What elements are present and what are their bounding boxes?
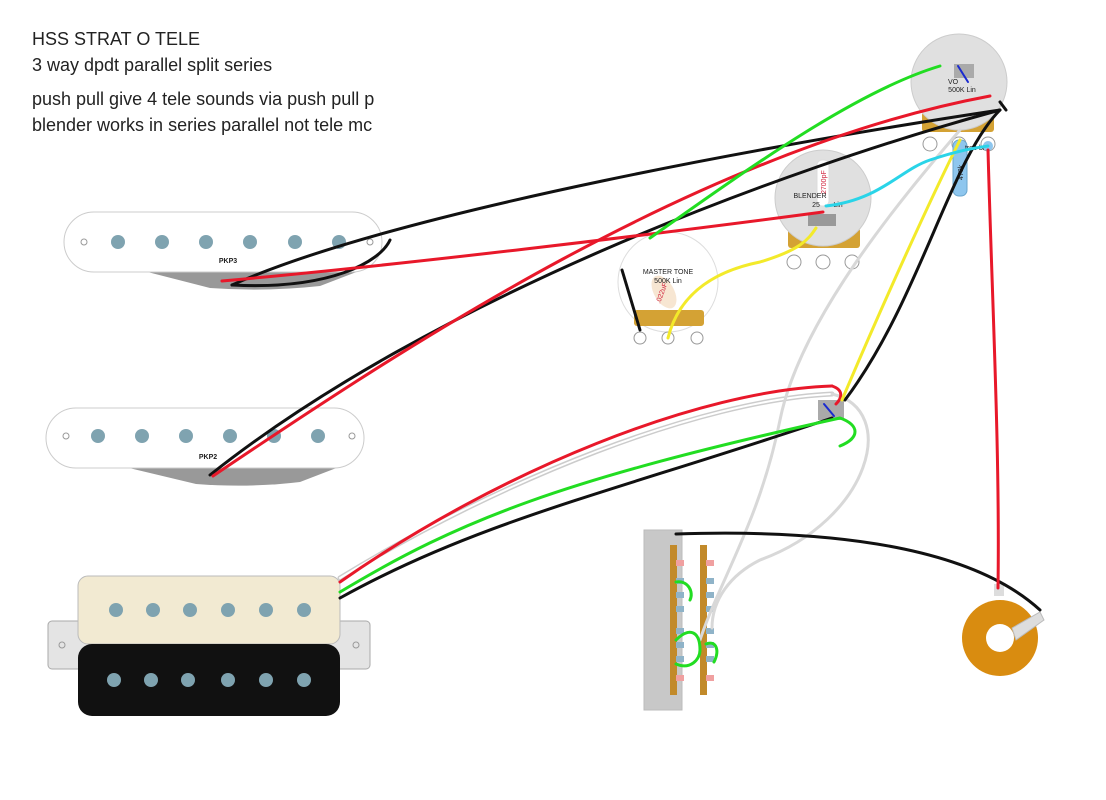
wire-pkp3-black-tail bbox=[230, 238, 392, 288]
note-push-pull: push pull give 4 tele sounds via push pu… bbox=[32, 89, 375, 109]
note-switch: 3 way dpdt parallel split series bbox=[32, 55, 273, 75]
master-tone-label-1: MASTER TONE bbox=[643, 269, 694, 276]
blender-label-2: 25 bbox=[812, 202, 820, 209]
wire-volume-ground-stub bbox=[998, 100, 1008, 112]
pot-master-tone: .022uF MASTER TONE 500K Lin bbox=[617, 231, 719, 345]
wire-volume-blue bbox=[957, 65, 969, 83]
lever-switch-lugs-pink bbox=[676, 560, 714, 681]
lever-switch-wafer-1 bbox=[670, 545, 677, 695]
jack-tip-lug bbox=[1011, 611, 1045, 641]
blender-capacitor bbox=[816, 159, 830, 207]
wire-switch-green-2 bbox=[704, 641, 719, 664]
wire-tone-black bbox=[620, 268, 642, 332]
volume-label-2: 500K Lin bbox=[948, 87, 976, 94]
wire-pkp2-red bbox=[211, 94, 992, 478]
volume-label-1: VO bbox=[948, 79, 959, 86]
blender-lug-1 bbox=[786, 254, 802, 270]
wire-humbucker-green bbox=[338, 416, 857, 594]
blender-switch-tab bbox=[808, 214, 836, 226]
wire-pkp3-red bbox=[220, 210, 825, 283]
pkp2-label: PKP2 bbox=[199, 454, 217, 461]
humbucker-screw-right bbox=[352, 641, 360, 649]
wire-jack-black bbox=[674, 531, 1042, 612]
pkp2-poles bbox=[91, 429, 325, 443]
pkp3-label: PKP3 bbox=[219, 258, 237, 265]
blender-label-1: BLENDER bbox=[793, 193, 826, 200]
note-blender: blender works in series parallel not tel… bbox=[32, 115, 373, 135]
blender-cap-label: 2700pF bbox=[821, 170, 828, 194]
pickup-pkp2: PKP2 bbox=[45, 407, 365, 486]
master-tone-label-2: 500K Lin bbox=[654, 278, 682, 285]
wire-switch-blue bbox=[823, 403, 835, 417]
volume-lug-1 bbox=[922, 136, 938, 152]
wire-volume-white bbox=[698, 128, 962, 642]
wire-volume-yellow bbox=[840, 138, 962, 402]
wire-switch-green-1 bbox=[674, 630, 702, 668]
jack-sleeve-lug bbox=[994, 584, 1004, 596]
wire-volume-green bbox=[648, 64, 942, 240]
blender-lug-2 bbox=[815, 254, 831, 270]
pkp3-screw-left bbox=[80, 238, 88, 246]
pkp2-screw-left bbox=[62, 432, 70, 440]
wires bbox=[208, 64, 1042, 668]
tone-capacitor bbox=[651, 275, 677, 309]
wire-humbucker-black bbox=[338, 416, 834, 600]
lever-switch-wafer-2 bbox=[700, 545, 707, 695]
pkp2-screw-right bbox=[348, 432, 356, 440]
pkp3-screw-right bbox=[366, 238, 374, 246]
jack-hole bbox=[986, 624, 1014, 652]
master-tone-base bbox=[634, 310, 704, 326]
master-tone-lug-3 bbox=[690, 331, 704, 345]
wire-volume-switch-black bbox=[843, 108, 1002, 402]
pickup-humbucker bbox=[47, 575, 371, 716]
wire-pkp2-black bbox=[208, 108, 1002, 477]
wire-humbucker-red-end bbox=[830, 384, 843, 406]
wire-humbucker-red bbox=[338, 384, 834, 584]
humbucker-poles-top bbox=[109, 603, 311, 617]
pkp2-cover bbox=[45, 407, 365, 469]
humbucker-screw-left bbox=[58, 641, 66, 649]
pickup-pkp3: PKP3 bbox=[63, 211, 383, 290]
humbucker-poles-bottom bbox=[107, 673, 311, 687]
master-tone-lug-1 bbox=[633, 331, 647, 345]
wire-tone-yellow bbox=[666, 226, 818, 340]
lever-switch bbox=[643, 529, 714, 711]
wire-pkp3-black bbox=[230, 108, 1002, 287]
output-jack bbox=[962, 584, 1045, 676]
wire-blender-cyan bbox=[824, 144, 990, 208]
diagram-title: HSS STRAT O TELE bbox=[32, 29, 201, 49]
wire-switch-green-3 bbox=[674, 580, 693, 602]
diagram-notes: HSS STRAT O TELE 3 way dpdt parallel spl… bbox=[32, 26, 418, 138]
humbucker-coil-black bbox=[78, 644, 340, 716]
wire-volume-jack-red bbox=[986, 148, 1000, 590]
